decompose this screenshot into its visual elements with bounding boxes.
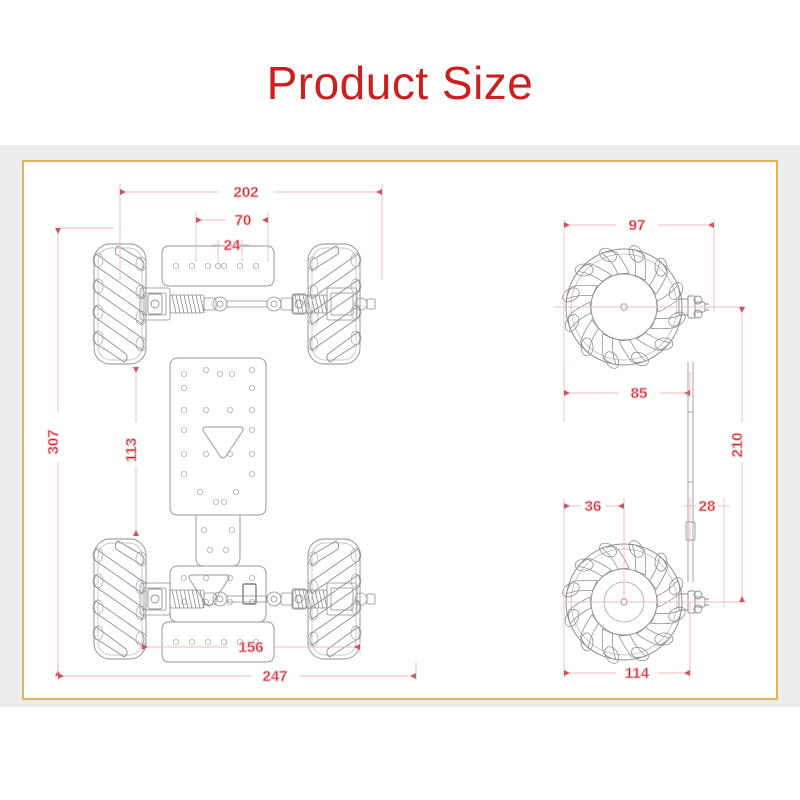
dim-202-lines [119, 184, 383, 280]
dim-247-label: 247 [262, 668, 287, 685]
technical-drawing-svg: 202 70 24 [45, 184, 747, 686]
motor-hub-fl [147, 293, 307, 610]
wheel-face-view-lower [556, 534, 724, 670]
rect-slot [242, 583, 257, 605]
dimension-group-lower-wheel: 36 28 114 [563, 306, 746, 682]
dim-28-label: 28 [699, 498, 716, 515]
dim-70-label: 70 [235, 212, 252, 229]
dim-24-lines [212, 240, 250, 262]
chassis-plate [161, 245, 275, 663]
chassis-hole-grid [180, 366, 255, 605]
dimension-group-upper-wheel: 97 85 [563, 217, 715, 422]
dim-156-lines [141, 642, 361, 654]
triangle-cutout-upper [202, 426, 244, 459]
wheel-front-left [92, 243, 147, 365]
dim-28-lines [684, 498, 730, 607]
dim-113-lines [133, 367, 139, 536]
dim-113-label: 113 [123, 438, 140, 462]
technical-drawing-card: 202 70 24 [22, 160, 778, 700]
wheel-face-view-upper [554, 239, 714, 375]
dim-85-label: 85 [631, 385, 648, 402]
dim-307-lines [55, 227, 114, 677]
page-title: Product Size [266, 57, 534, 109]
dim-114-lines [563, 602, 691, 678]
wheel-rear-left [92, 538, 147, 660]
chassis-holes-upper-tab [172, 263, 259, 270]
dim-156-label: 156 [238, 639, 263, 656]
dim-114-label: 114 [625, 665, 650, 682]
dim-85-lines [563, 362, 691, 398]
triangle-cutout-lower [188, 574, 230, 607]
dim-210-label: 210 [729, 432, 746, 457]
vertical-link-rod [685, 362, 696, 582]
chassis-top-view [92, 243, 376, 663]
dim-36-label: 36 [585, 498, 602, 515]
dimension-group-left: 307 113 [45, 227, 140, 677]
dimension-group-top: 202 70 24 [119, 184, 383, 280]
dim-202-label: 202 [233, 184, 258, 201]
dim-70-lines [195, 212, 269, 262]
dim-36-lines [563, 498, 625, 607]
dim-97-label: 97 [629, 217, 646, 234]
dim-210-lines [714, 306, 746, 603]
title-band: Product Size [0, 0, 800, 145]
dimension-group-bottom: 156 247 [57, 639, 417, 685]
bottom-white-strip [0, 707, 800, 800]
dim-24-label: 24 [224, 237, 241, 254]
dim-247-lines [57, 662, 417, 680]
chassis-holes-lower-tab [172, 638, 259, 645]
dim-307-label: 307 [45, 429, 62, 454]
